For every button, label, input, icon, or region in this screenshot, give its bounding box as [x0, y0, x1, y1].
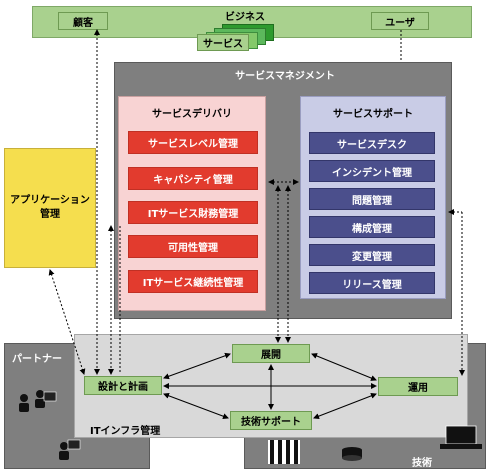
support-item-configuration: 構成管理: [309, 216, 435, 238]
business-title: ビジネス: [225, 11, 265, 23]
application-management-box: アプリケーション 管理: [4, 148, 96, 268]
operations-box: 運用: [378, 377, 458, 396]
application-management-label: アプリケーション 管理: [10, 195, 90, 220]
design-planning-box: 設計と計画: [84, 376, 162, 395]
delivery-item-continuity: ITサービス継続性管理: [128, 270, 258, 293]
delivery-item-capacity: キャパシティ管理: [128, 167, 258, 190]
customer-box: 顧客: [58, 12, 108, 30]
support-item-problem: 問題管理: [309, 188, 435, 210]
tech-support-box: 技術サポート: [230, 411, 312, 430]
service-management-title: サービスマネジメント: [235, 70, 335, 82]
service-box: サービス: [197, 34, 249, 51]
service-support-title: サービスサポート: [333, 108, 413, 120]
partner-title: パートナー: [12, 354, 62, 365]
support-item-incident: インシデント管理: [309, 160, 435, 182]
technology-title: 技術: [412, 458, 432, 469]
it-infrastructure-title: ITインフラ管理: [90, 426, 161, 437]
delivery-item-availability: 可用性管理: [128, 235, 258, 258]
support-item-change: 変更管理: [309, 244, 435, 266]
delivery-item-service-level: サービスレベル管理: [128, 131, 258, 154]
delivery-item-financial: ITサービス財務管理: [128, 201, 258, 224]
support-item-release: リリース管理: [309, 272, 435, 294]
user-box: ユーザ: [371, 12, 429, 30]
service-delivery-title: サービスデリバリ: [152, 108, 232, 120]
deploy-box: 展開: [232, 344, 310, 363]
support-item-service-desk: サービスデスク: [309, 132, 435, 154]
